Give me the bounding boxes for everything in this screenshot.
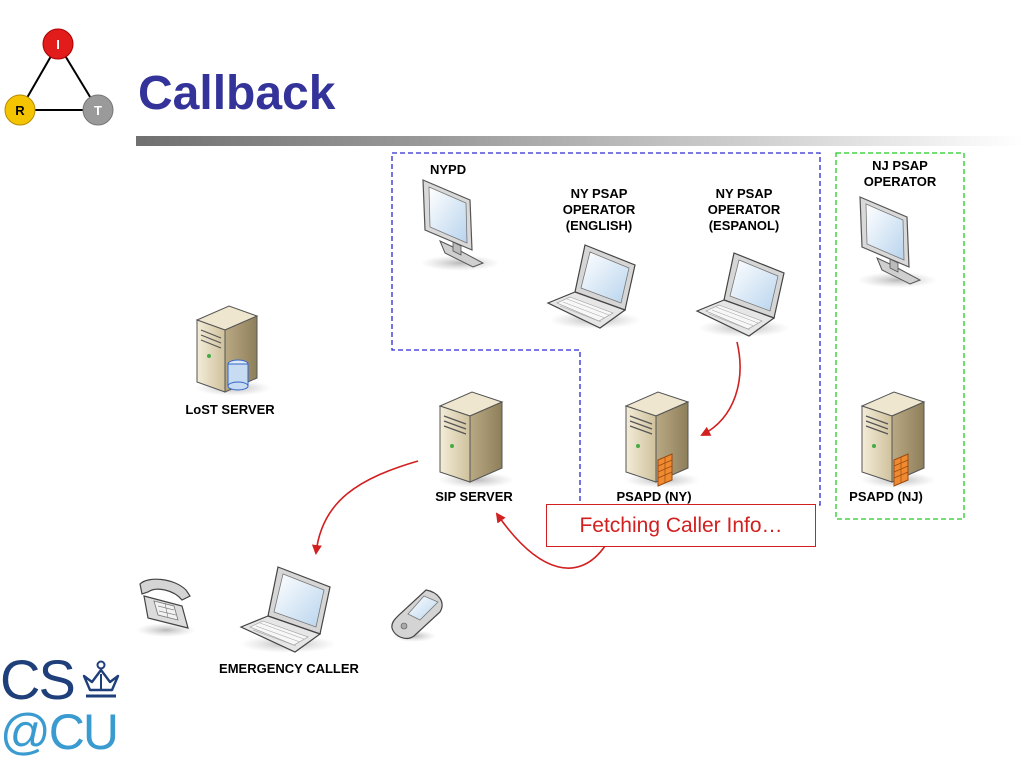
irt-node-t (82, 94, 114, 126)
cs-logo-text: CS (0, 648, 76, 711)
label-line: (ENGLISH) (565, 218, 633, 233)
label-sip-server: SIP SERVER (435, 489, 513, 504)
label-line: (ESPANOL) (708, 218, 780, 233)
label-line: NJ PSAP (872, 158, 928, 173)
lost-server-icon (195, 305, 271, 396)
irt-node-r (4, 94, 36, 126)
label-nypd: NYPD (430, 162, 467, 177)
label-psapd-ny: PSAPD (NY) (616, 489, 692, 504)
irt-node-i (42, 28, 74, 60)
label-ny-operator-english: NY PSAP OPERATOR (ENGLISH) (552, 186, 646, 234)
cs-at-cu-logo: CS @CU (0, 650, 125, 762)
arrow-espanol-to-psapd-ny (700, 341, 741, 436)
crown-icon (82, 660, 120, 698)
svg-text:I: I (56, 37, 60, 52)
sip-server-icon (438, 391, 514, 488)
nj-operator-monitor-icon (857, 196, 937, 288)
nypd-monitor-icon (420, 179, 500, 271)
psapd-ny-server-icon (624, 391, 700, 488)
svg-text:T: T (94, 103, 102, 118)
label-nj-operator: NJ PSAP OPERATOR (850, 158, 950, 190)
label-line: OPERATOR (863, 174, 937, 189)
cu-logo-text: @CU (0, 704, 119, 760)
emergency-caller-laptop-icon (239, 566, 336, 653)
arrow-sip-to-caller (311, 460, 419, 555)
title-underline-bar (136, 136, 1024, 146)
label-line: NY PSAP (715, 186, 773, 201)
ny-english-laptop-icon (546, 244, 641, 329)
svg-text:R: R (15, 103, 25, 118)
psapd-nj-server-icon (860, 391, 936, 488)
fetching-caller-info-callout: Fetching Caller Info… (546, 504, 816, 547)
label-psapd-nj: PSAPD (NJ) (849, 489, 923, 504)
label-ny-operator-espanol: NY PSAP OPERATOR (ESPANOL) (697, 186, 791, 234)
label-line: OPERATOR (707, 202, 781, 217)
label-emergency-caller: EMERGENCY CALLER (219, 661, 359, 676)
desk-phone-icon (136, 578, 196, 637)
slide-title: Callback (138, 67, 336, 120)
ny-espanol-laptop-icon (695, 252, 790, 337)
label-line: NY PSAP (570, 186, 628, 201)
label-lost-server: LoST SERVER (185, 402, 275, 417)
label-line: OPERATOR (562, 202, 636, 217)
mobile-phone-icon (391, 589, 443, 642)
arrow-psapd-to-sip-server (495, 512, 606, 569)
nj-group-boundary (835, 152, 965, 520)
irt-logo: I R T (4, 28, 114, 126)
